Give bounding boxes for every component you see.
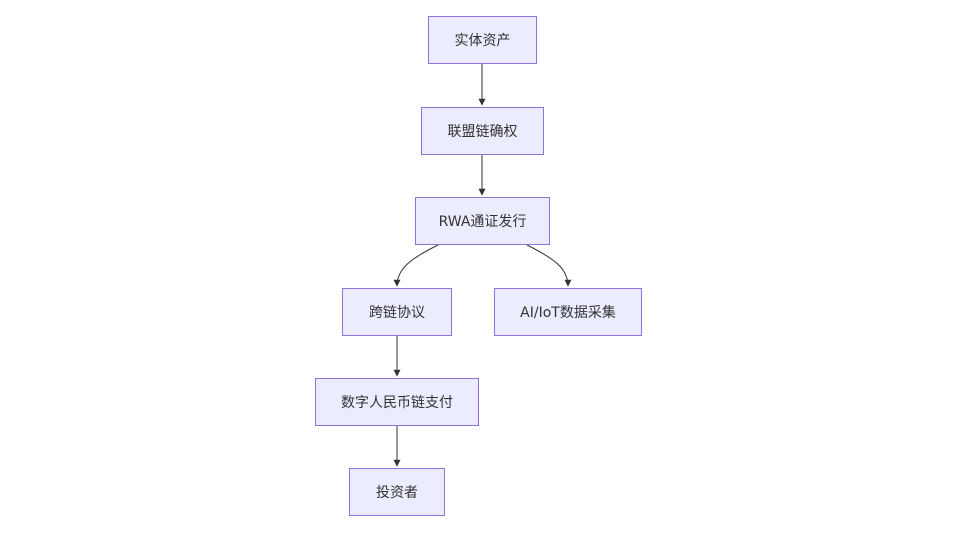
node-label: 跨链协议	[369, 305, 425, 321]
edge-rwa-to-aiot	[526, 244, 572, 287]
node-digital-rmb-chain-payment[interactable]: 数字人民币链支付	[315, 378, 479, 426]
node-label: RWA通证发行	[438, 214, 527, 230]
node-consortium-chain-confirmation[interactable]: 联盟链确权	[421, 107, 544, 155]
node-rwa-token-issuance[interactable]: RWA通证发行	[415, 197, 550, 245]
node-investor[interactable]: 投资者	[349, 468, 445, 516]
node-label: AI/IoT数据采集	[520, 305, 616, 321]
node-physical-asset[interactable]: 实体资产	[428, 16, 537, 64]
node-ai-iot-data-collection[interactable]: AI/IoT数据采集	[494, 288, 642, 336]
node-label: 投资者	[376, 485, 418, 501]
edge-rwa-to-cross	[393, 244, 439, 287]
node-label: 联盟链确权	[447, 124, 518, 140]
node-label: 数字人民币链支付	[341, 395, 453, 411]
node-label: 实体资产	[454, 33, 511, 49]
node-cross-chain-protocol[interactable]: 跨链协议	[342, 288, 452, 336]
